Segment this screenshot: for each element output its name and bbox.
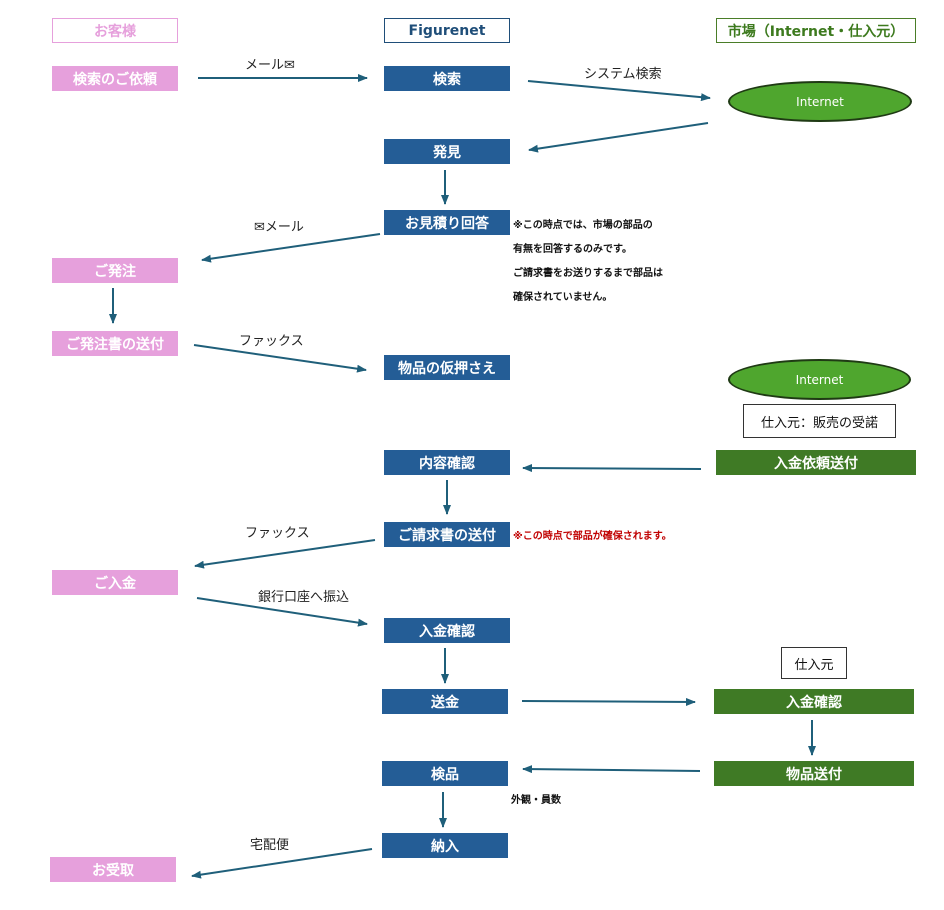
step-send-order-form: ご発注書の送付 <box>52 331 178 356</box>
quote-note-line-4: 確保されていません。 <box>513 292 613 303</box>
step-send-invoice: ご請求書の送付 <box>384 522 510 547</box>
arrow-remit-to-market <box>521 697 696 706</box>
edge-label-system-search: システム検索 <box>584 67 662 82</box>
step-content-check: 内容確認 <box>384 450 510 475</box>
edge-label-mail-2: ✉メール <box>254 220 304 235</box>
edge-label-mail-1: メール✉ <box>245 58 295 73</box>
header-market: 市場（Internet・仕入元） <box>716 18 916 43</box>
internet-node-2: Internet <box>728 359 911 400</box>
step-reserve: 物品の仮押さえ <box>384 355 510 380</box>
arrow-form-to-reserve <box>193 344 367 373</box>
quote-note-line-3: ご請求書をお送りするまで部品は <box>513 268 663 279</box>
arrow-delivery-to-receipt <box>191 848 373 879</box>
step-quote-reply: お見積り回答 <box>384 210 510 235</box>
arrow-invoice-to-payment <box>194 539 376 569</box>
step-payment-check: 入金確認 <box>384 618 510 643</box>
step-remit: 送金 <box>382 689 508 714</box>
step-payment: ご入金 <box>52 570 178 595</box>
step-payment-request: 入金依頼送付 <box>716 450 916 475</box>
step-inspection: 検品 <box>382 761 508 786</box>
arrow-payment-to-check <box>196 597 368 627</box>
supplier-box: 仕入元 <box>781 647 847 679</box>
step-order: ご発注 <box>52 258 178 283</box>
step-receipt: お受取 <box>50 857 176 882</box>
quote-note-line-1: ※この時点では、市場の部品の <box>513 220 653 231</box>
supplier-accept-box: 仕入元：販売の受諾 <box>743 404 896 438</box>
header-figurenet: Figurenet <box>384 18 510 43</box>
step-found: 発見 <box>384 139 510 164</box>
invoice-note: ※この時点で部品が確保されます。 <box>513 531 672 542</box>
edge-label-fax-2: ファックス <box>245 526 310 541</box>
arrow-ship-to-inspection <box>522 765 701 774</box>
step-ship-goods: 物品送付 <box>714 761 914 786</box>
header-customer: お客様 <box>52 18 178 43</box>
arrow-search-to-internet <box>527 80 711 102</box>
inspection-note: 外観・員数 <box>511 795 561 806</box>
edge-label-fax-1: ファックス <box>239 334 304 349</box>
arrow-payreq-to-check <box>522 464 702 473</box>
internet-node-1: Internet <box>728 81 912 122</box>
arrow-internet-to-found <box>528 122 709 153</box>
edge-label-courier: 宅配便 <box>250 838 290 853</box>
step-market-payment-check: 入金確認 <box>714 689 914 714</box>
step-delivery: 納入 <box>382 833 508 858</box>
edge-label-bank-transfer: 銀行口座へ振込 <box>258 590 350 605</box>
step-search-request: 検索のご依頼 <box>52 66 178 91</box>
step-search: 検索 <box>384 66 510 91</box>
arrow-quote-to-order <box>201 233 381 263</box>
quote-note-line-2: 有無を回答するのみです。 <box>513 244 632 255</box>
